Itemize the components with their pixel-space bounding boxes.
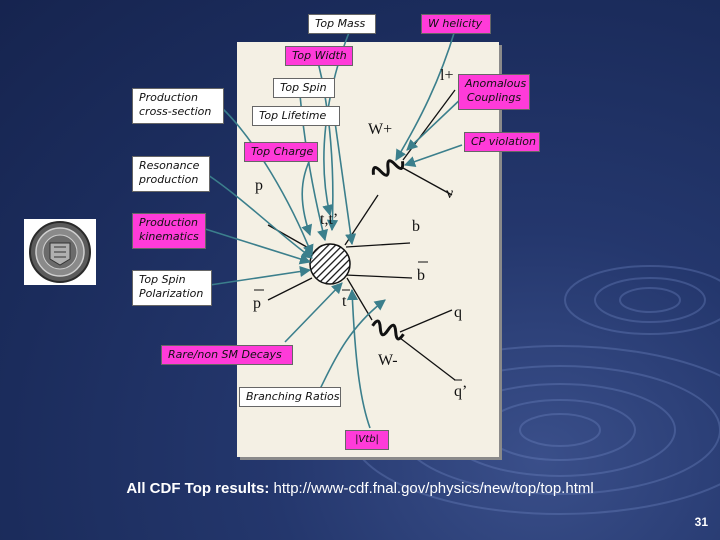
university-seal-logo — [24, 219, 96, 285]
particle-tbar: t — [342, 293, 347, 310]
production-kinematics-box: Production kinematics — [132, 213, 206, 249]
cp-violation-box: CP violation — [464, 132, 540, 152]
footer-results-link: All CDF Top results: http://www-cdf.fnal… — [0, 480, 720, 497]
line-t-to-w — [344, 194, 379, 246]
particle-lepton: l+ — [440, 67, 453, 84]
arrow-w-helicity — [395, 29, 456, 161]
top-mass-box: Top Mass — [308, 14, 376, 34]
particle-w-minus: W- — [378, 352, 398, 369]
line-w-to-q — [399, 309, 453, 333]
line-tbar-to-bbar — [344, 274, 413, 279]
particle-w-plus: W+ — [368, 121, 392, 138]
resonance-production-box: Resonance production — [132, 156, 210, 192]
top-lifetime-box: Top Lifetime — [252, 106, 340, 126]
arrow-resonance — [207, 174, 313, 259]
vtb-box: |Vtb| — [345, 430, 389, 450]
anomalous-couplings-box: Anomalous Couplings — [458, 74, 530, 110]
arrow-anomalous — [406, 94, 466, 151]
particle-qprime: q’ — [454, 383, 467, 400]
arrow-rare-decays — [284, 282, 343, 343]
particle-q: q — [454, 304, 462, 321]
footer-prefix: All CDF Top results: — [126, 480, 270, 497]
footer-url[interactable]: http://www-cdf.fnal.gov/physics/new/top/… — [269, 480, 594, 497]
w-plus-wave — [371, 159, 405, 177]
arrow-top-lifetime — [334, 121, 357, 246]
arrow-top-charge — [301, 149, 316, 237]
rare-decays-box: Rare/non SM Decays — [161, 345, 293, 365]
branching-ratios-box: Branching Ratios — [239, 387, 341, 407]
arrow-spin-polarization — [209, 265, 312, 286]
interaction-blob — [309, 243, 351, 285]
arrow-cp-violation — [403, 144, 463, 167]
particle-neutrino: ν — [446, 185, 453, 202]
particle-pbar: p — [253, 295, 261, 312]
particle-b: b — [412, 218, 420, 235]
w-helicity-box: W helicity — [421, 14, 491, 34]
top-charge-box: Top Charge — [244, 142, 318, 162]
arrow-vtb — [346, 288, 371, 429]
line-pbar-in — [267, 277, 313, 301]
arrow-prod-kinematics — [201, 227, 312, 265]
line-w-to-nu — [402, 167, 453, 196]
top-spin-polarization-box: Top Spin Polarization — [132, 270, 212, 306]
line-w-to-qprime — [399, 337, 456, 381]
top-width-box: Top Width — [285, 46, 353, 66]
arrow-production-xsec — [221, 107, 314, 257]
particle-bbar: b — [417, 267, 425, 284]
top-spin-box: Top Spin — [273, 78, 335, 98]
production-cross-section-box: Production cross-section — [132, 88, 224, 124]
line-t-to-b — [345, 242, 411, 248]
line-tbar-to-w — [346, 277, 373, 321]
particle-proton: p — [255, 177, 263, 194]
arrow-branching-ratios — [317, 299, 386, 394]
page-number: 31 — [694, 515, 708, 529]
particle-top-pair: t,t’ — [320, 211, 338, 228]
w-minus-wave — [371, 319, 405, 341]
